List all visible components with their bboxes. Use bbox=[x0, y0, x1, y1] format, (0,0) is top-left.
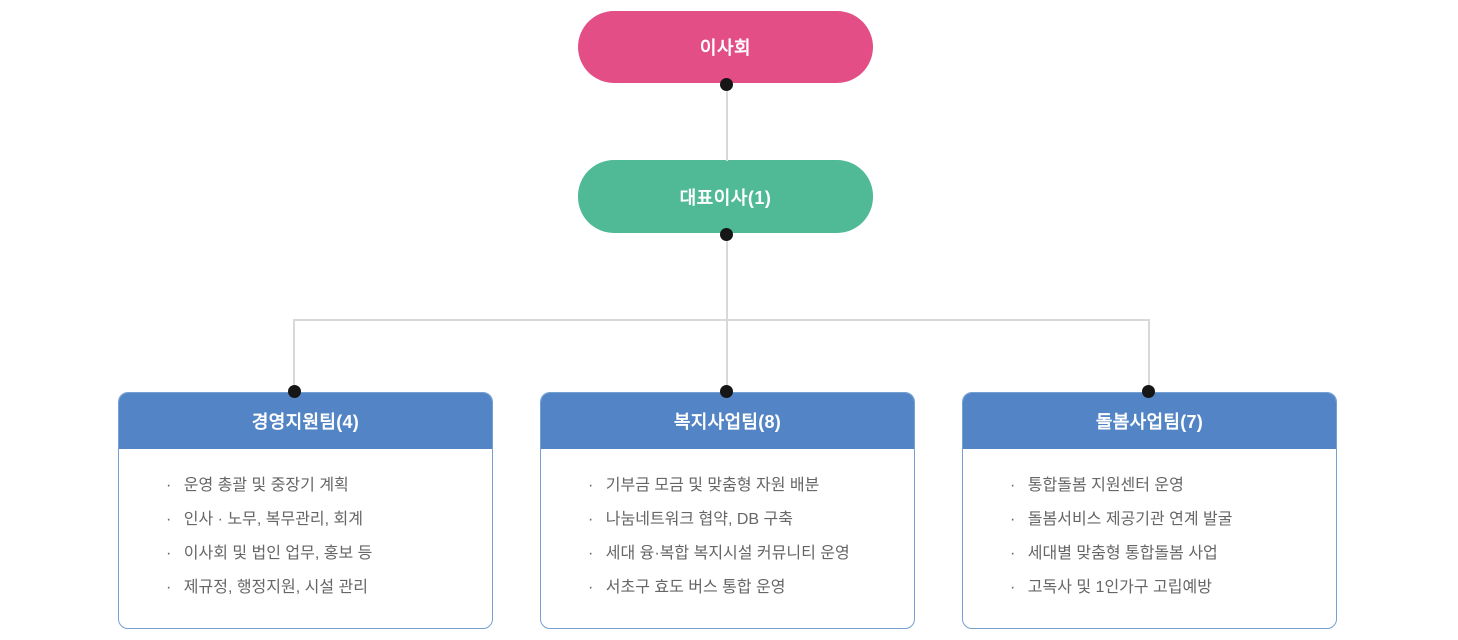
connector-horizontal bbox=[293, 319, 1150, 321]
bullet-icon: · bbox=[166, 511, 172, 528]
team-item: · 기부금 모금 및 맞춤형 자원 배분 bbox=[588, 469, 898, 503]
org-node-ceo: 대표이사(1) bbox=[578, 160, 873, 233]
bullet-icon: · bbox=[588, 545, 594, 562]
team-title: 경영지원팀(4) bbox=[251, 411, 360, 432]
team-item-list: · 운영 총괄 및 중장기 계획 · 인사 · 노무, 복무관리, 회계 · 이… bbox=[119, 449, 492, 605]
team-item-text: 통합돌봄 지원센터 운영 bbox=[1027, 477, 1184, 494]
team-title: 돌봄사업팀(7) bbox=[1095, 411, 1204, 432]
bullet-icon: · bbox=[1010, 511, 1016, 528]
team-item: · 나눔네트워크 협약, DB 구축 bbox=[588, 503, 898, 537]
team-item: · 돌봄서비스 제공기관 연계 발굴 bbox=[1010, 503, 1320, 537]
team-header: 경영지원팀(4) bbox=[119, 393, 492, 449]
team-item-text: 제규정, 행정지원, 시설 관리 bbox=[183, 579, 368, 596]
team-box-welfare: 복지사업팀(8) · 기부금 모금 및 맞춤형 자원 배분 · 나눔네트워크 협… bbox=[540, 392, 915, 629]
team-item-text: 운영 총괄 및 중장기 계획 bbox=[183, 477, 349, 494]
team-item-text: 이사회 및 법인 업무, 홍보 등 bbox=[183, 545, 373, 562]
team-header: 복지사업팀(8) bbox=[541, 393, 914, 449]
team-header: 돌봄사업팀(7) bbox=[963, 393, 1336, 449]
bullet-icon: · bbox=[588, 579, 594, 596]
team-item-text: 고독사 및 1인가구 고립예방 bbox=[1027, 579, 1212, 596]
team-title: 복지사업팀(8) bbox=[673, 411, 782, 432]
team-item-text: 기부금 모금 및 맞춤형 자원 배분 bbox=[605, 477, 820, 494]
connector-board-ceo bbox=[726, 83, 728, 161]
team-item: · 서초구 효도 버스 통합 운영 bbox=[588, 571, 898, 605]
bullet-icon: · bbox=[166, 545, 172, 562]
team-item-text: 세대별 맞춤형 통합돌봄 사업 bbox=[1027, 545, 1218, 562]
team-item: · 제규정, 행정지원, 시설 관리 bbox=[166, 571, 476, 605]
bullet-icon: · bbox=[1010, 579, 1016, 596]
team-box-care: 돌봄사업팀(7) · 통합돌봄 지원센터 운영 · 돌봄서비스 제공기관 연계 … bbox=[962, 392, 1337, 629]
team-item: · 세대별 맞춤형 통합돌봄 사업 bbox=[1010, 537, 1320, 571]
team-item-list: · 기부금 모금 및 맞춤형 자원 배분 · 나눔네트워크 협약, DB 구축 … bbox=[541, 449, 914, 605]
org-node-ceo-label: 대표이사(1) bbox=[679, 187, 772, 208]
team-item: · 세대 융·복합 복지시설 커뮤니티 운영 bbox=[588, 537, 898, 571]
connector-dot-ceo bbox=[720, 228, 733, 241]
team-item: · 통합돌봄 지원센터 운영 bbox=[1010, 469, 1320, 503]
bullet-icon: · bbox=[166, 477, 172, 494]
team-item: · 운영 총괄 및 중장기 계획 bbox=[166, 469, 476, 503]
team-item: · 이사회 및 법인 업무, 홍보 등 bbox=[166, 537, 476, 571]
connector-drop-right bbox=[1148, 319, 1150, 392]
bullet-icon: · bbox=[1010, 477, 1016, 494]
team-item-list: · 통합돌봄 지원센터 운영 · 돌봄서비스 제공기관 연계 발굴 · 세대별 … bbox=[963, 449, 1336, 605]
bullet-icon: · bbox=[588, 477, 594, 494]
team-item: · 고독사 및 1인가구 고립예방 bbox=[1010, 571, 1320, 605]
team-item-text: 서초구 효도 버스 통합 운영 bbox=[605, 579, 786, 596]
bullet-icon: · bbox=[1010, 545, 1016, 562]
org-node-board-label: 이사회 bbox=[699, 38, 752, 58]
team-item-text: 돌봄서비스 제공기관 연계 발굴 bbox=[1027, 511, 1233, 528]
team-item-text: 세대 융·복합 복지시설 커뮤니티 운영 bbox=[605, 545, 850, 562]
team-item: · 인사 · 노무, 복무관리, 회계 bbox=[166, 503, 476, 537]
connector-dot-board bbox=[720, 78, 733, 91]
connector-dot-team-3 bbox=[1142, 385, 1155, 398]
connector-ceo-trunk bbox=[726, 233, 728, 392]
team-box-management-support: 경영지원팀(4) · 운영 총괄 및 중장기 계획 · 인사 · 노무, 복무관… bbox=[118, 392, 493, 629]
bullet-icon: · bbox=[166, 579, 172, 596]
connector-dot-team-1 bbox=[288, 385, 301, 398]
team-item-text: 인사 · 노무, 복무관리, 회계 bbox=[183, 511, 363, 528]
bullet-icon: · bbox=[588, 511, 594, 528]
team-item-text: 나눔네트워크 협약, DB 구축 bbox=[605, 511, 793, 528]
org-node-board: 이사회 bbox=[578, 11, 873, 83]
connector-dot-team-2 bbox=[720, 385, 733, 398]
connector-drop-left bbox=[293, 319, 295, 392]
